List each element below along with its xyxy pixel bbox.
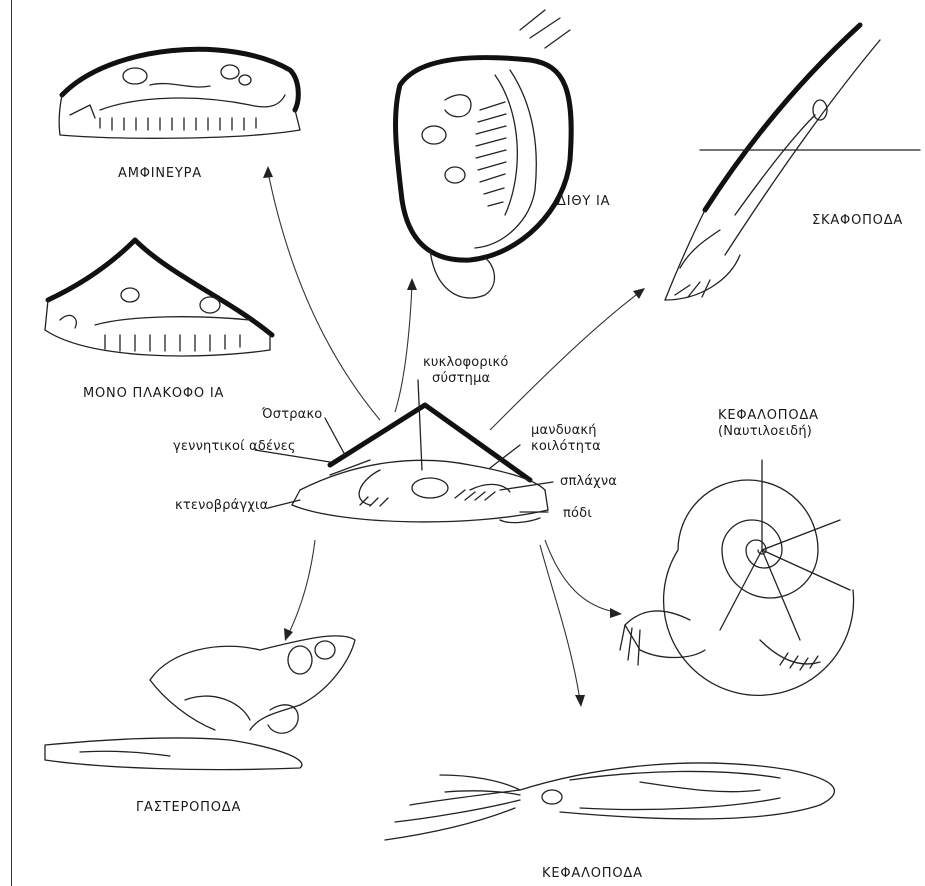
arrowhead-scaphopoda [633,288,645,299]
label-monoplacophora: ΜΟΝΟ ΠΛΑΚΟΦΟ ΙΑ [83,386,224,401]
label-gonads: γεννητικοί αδένες [173,439,296,454]
heart-icon [412,478,448,498]
nautilus-sketch [620,460,854,695]
label-mantle-cavity-1: μανδυακή [531,423,597,438]
arrowhead-nautilus [610,608,622,618]
label-cephalopoda: ΚΕΦΑΛΟΠΟΔΑ [542,866,643,881]
label-gastropoda: ΓΑΣΤΕΡΟΠΟΔΑ [136,800,241,815]
label-mantle-cavity-2: κοιλότητα [531,439,601,454]
gastropoda-sketch [45,636,355,770]
ancestral-mollusc-sketch [255,380,553,523]
label-gills: κτενοβράγχια [175,498,268,513]
arrow-to-nautilus [545,540,615,612]
arrowhead-squid [575,695,585,707]
arrow-to-bivalvia [395,284,412,412]
scaphopoda-sketch [665,25,920,300]
squid-sketch [385,763,834,840]
label-amphineura: ΑΜΦΙΝΕΥΡΑ [118,166,202,181]
label-cephalopoda-nautiloidea-sub: (Ναυτιλοειδή) [718,424,812,439]
monoplacophora-sketch [45,240,272,356]
arrow-to-scaphopoda [490,292,640,430]
arrowhead-amphineura [263,166,273,178]
amphineura-sketch [59,49,300,138]
label-circulatory-system-2: σύστημα [432,371,490,386]
label-shell: Όστρακο [262,407,322,422]
arrow-to-squid [540,545,580,700]
label-bivalvia: ΔΙΘΥ ΙΑ [557,194,610,209]
bivalvia-sketch [396,10,572,298]
label-viscera: σπλάχνα [560,474,617,489]
label-cephalopoda-nautiloidea: ΚΕΦΑΛΟΠΟΔΑ [718,408,819,423]
arrow-to-gastropoda [288,540,315,635]
arrow-to-amphineura [268,172,380,420]
label-scaphopoda: ΣΚΑΦΟΠΟΔΑ [812,213,903,228]
arrowhead-gastropoda [284,628,293,641]
label-foot: πόδι [563,506,592,521]
label-circulatory-system-1: κυκλοφορικό [423,355,509,370]
arrowhead-bivalvia [407,278,417,290]
